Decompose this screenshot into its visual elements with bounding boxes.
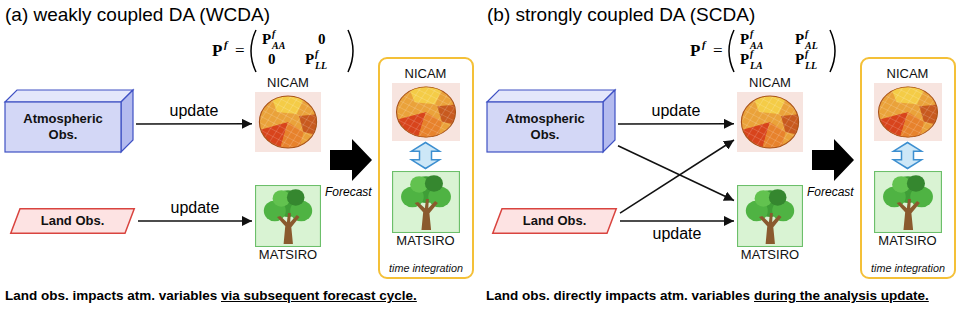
matrix-zero: 0 [268,51,276,68]
observation-box: Atmospheric Obs. [5,90,133,152]
summary-emphasis: via subsequent forecast cycle. [221,288,417,304]
forecast-frame: NICAM MATSIRO time integration [378,57,474,279]
model-name: MATSIRO [741,248,799,263]
observation-parallelogram: Land Obs. [10,208,135,234]
matrix-superscript: f [272,28,275,40]
matrix-symbol: P [740,51,749,68]
matrix-superscript: f [805,28,808,40]
equals-sign: = [235,41,245,61]
tree-picture [256,186,321,247]
matrix-symbol: P [740,31,749,48]
tree-picture [875,172,942,233]
forecast-arrow [330,139,372,181]
atmosphere-model-panel: NICAM [737,92,803,152]
matrix-bracket [729,30,734,72]
observation-parallelogram: Land Obs. [492,208,617,234]
model-name: NICAM [749,76,791,91]
globe-picture [255,92,321,152]
frame-caption: time integration [380,262,472,274]
atmosphere-model-panel: NICAM [392,83,460,141]
edge-label: update [168,102,221,120]
edge-label: update [650,102,703,120]
matrix-zero: 0 [318,31,326,48]
matrix-superscript: f [702,38,706,51]
globe-picture [874,83,942,141]
summary-emphasis: during the analysis update. [754,288,929,304]
matrix-subscript: AA [272,40,285,52]
update-arrow [138,220,252,222]
matrix-symbol: P [305,51,314,68]
matrix-subscript: LL [315,60,327,72]
land-model-panel: MATSIRO [874,171,942,233]
observation-label: Land Obs. [492,213,617,229]
model-name: NICAM [267,76,309,91]
matrix-superscript: f [805,48,808,60]
matrix-symbol: P [690,41,700,61]
matrix-superscript: f [750,48,753,60]
matrix-superscript: f [315,48,318,60]
cube-side-face [121,90,133,152]
parallelogram-shape [493,209,617,234]
matrix-bracket [830,30,835,72]
summary-text: Land obs. impacts atm. variables [5,288,217,304]
model-name: NICAM [887,67,929,82]
cube-top-face [487,90,615,102]
observation-label: Atmospheric Obs. [487,111,603,142]
land-model-panel: MATSIRO [255,185,321,247]
cube-front-face [487,102,603,152]
update-arrow [618,146,734,201]
matrix-bracket [348,30,353,72]
matrix-superscript: f [224,38,228,51]
update-arrow [620,140,734,213]
edge-label: update [169,199,222,217]
globe-picture [392,83,460,141]
forecast-arrow [812,139,854,181]
coupling-arrow [412,143,440,169]
matrix-symbol: P [795,31,804,48]
panel-title: (b) strongly coupled DA (SCDA) [487,4,755,26]
panel-title: (a) weakly coupled DA (WCDA) [5,4,270,26]
frame-caption: time integration [862,262,954,274]
cube-side-face [603,90,615,152]
equals-sign: = [713,41,723,61]
observation-label: Land Obs. [10,213,135,229]
atmosphere-model-panel: NICAM [874,83,942,141]
matrix-bracket [251,30,256,72]
matrix-superscript: f [750,28,753,40]
update-arrow [618,123,734,125]
forecast-label: Forecast [325,186,372,200]
parallelogram-shape [11,209,135,234]
atmosphere-model-panel: NICAM [255,92,321,152]
model-name: MATSIRO [259,248,317,263]
land-model-panel: MATSIRO [737,185,803,247]
coupling-arrow [894,143,922,169]
matrix-symbol: P [262,31,271,48]
edge-label: update [651,225,704,243]
update-arrow [620,220,734,222]
forecast-frame: NICAM MATSIRO time integration [860,57,956,279]
matrix-subscript: LL [805,60,817,72]
matrix-symbol: P [795,51,804,68]
forecast-label: Forecast [807,186,854,200]
update-arrow [136,123,252,125]
observation-label: Atmospheric Obs. [5,111,121,142]
globe-picture [737,92,803,152]
cube-front-face [5,102,121,152]
model-name: NICAM [405,67,447,82]
model-name: MATSIRO [878,234,936,249]
matrix-subscript: LA [750,60,763,72]
model-name: MATSIRO [396,234,454,249]
summary-text: Land obs. directly impacts atm. variable… [486,288,750,304]
land-model-panel: MATSIRO [392,171,460,233]
observation-box: Atmospheric Obs. [487,90,615,152]
tree-picture [393,172,460,233]
tree-picture [738,186,803,247]
cube-top-face [5,90,133,102]
matrix-symbol: P [212,41,222,61]
